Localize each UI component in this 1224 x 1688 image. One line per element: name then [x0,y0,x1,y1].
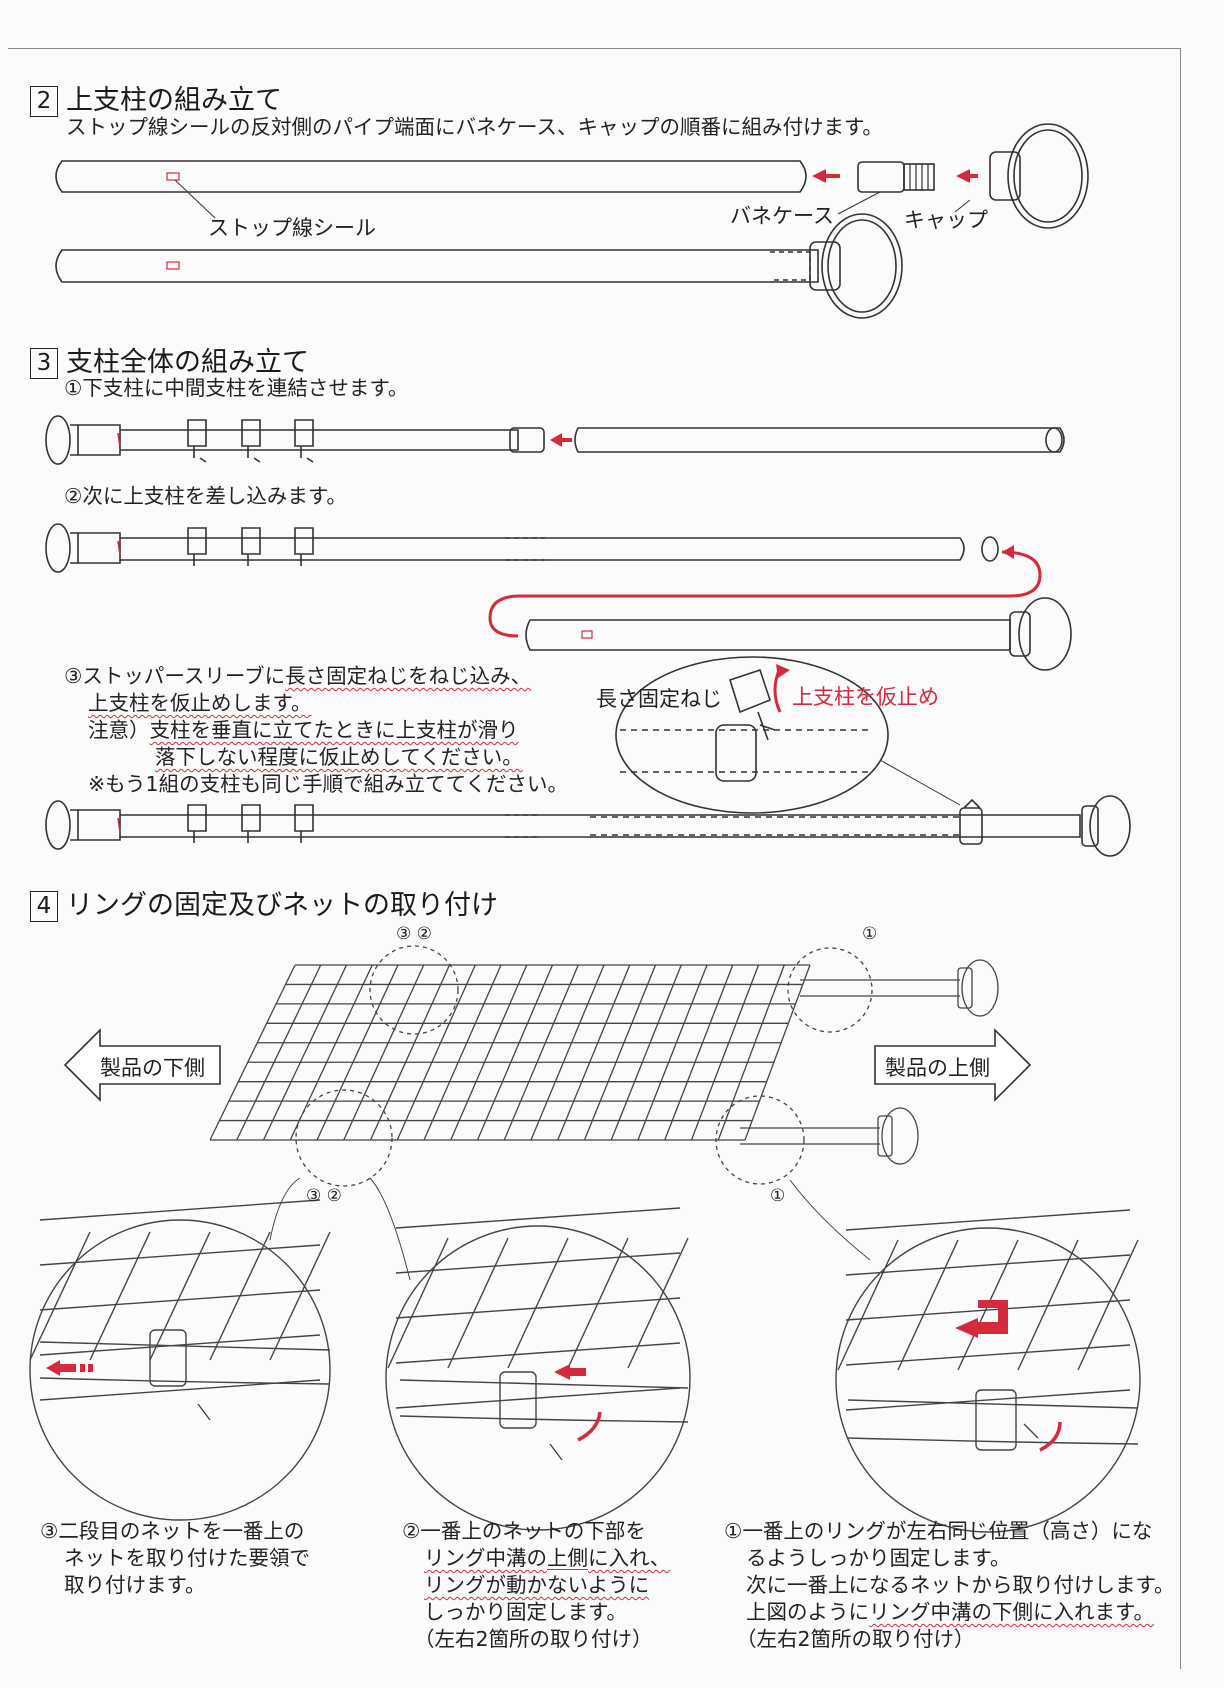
note-lead: 注意） [88,718,150,742]
caption-1-emph: リング中溝の下側に入れます。 [869,1600,1154,1624]
caption-3-line1: ③二段目のネットを一番上の [40,1519,305,1543]
step-3-lead: ③ストッパースリーブに [64,664,286,688]
section-title: 支柱全体の組み立て [66,347,309,378]
caption-2-line3: リングが動かないように [424,1573,650,1597]
caption-2-line5: （左右2箇所の取り付け） [414,1627,653,1651]
marker-1-bottom: ① [770,1186,786,1206]
section-3-heading: 3 支柱全体の組み立て [30,340,309,379]
caption-1-line1: ①一番上のリングが左右同じ位置（高さ）にな [724,1519,1153,1543]
step-3-line2: 上支柱を仮止めします。 [88,691,312,715]
section-2-description: ストップ線シールの反対側のパイプ端面にバネケース、キャップの順番に組み付けます。 [66,115,883,139]
marker-1-top: ① [862,924,878,944]
section-2-heading: 2 上支柱の組み立て [30,78,282,117]
step-2-text: ②次に上支柱を差し込みます。 [64,484,347,508]
caption-2-part-b: 上側 [547,1546,588,1570]
marker-3-2-top: ③ ② [396,924,432,944]
step-1-text: ①下支柱に中間支柱を連結させます。 [64,376,409,400]
note-emph: 支柱を垂直に立てたときに上支柱が滑り [149,718,519,742]
net-illustration [63,945,1032,1281]
section-title: 上支柱の組み立て [66,85,282,116]
cap-part [954,123,1089,229]
caption-1-line3: 次に一番上になるネットから取り付けします。 [746,1573,1175,1597]
caption-3-line2: ネットを取り付けた要領で [64,1546,310,1570]
spring-case-part [837,161,935,215]
section-number-box: 4 [30,891,58,922]
label-product-bottom: 製品の下側 [100,1056,205,1080]
screw-zoom-circle [615,656,961,814]
caption-2-line1: ②一番上のネットの下部を [402,1519,646,1543]
caption-1-lead: 上図のように [746,1600,869,1624]
step-3-emph: 長さ固定ねじをねじ込み、 [285,664,532,688]
pole-row2 [45,523,1072,671]
lower-pole-row1 [45,415,1065,465]
note-line3: ※もう1組の支柱も同じ手順で組み立ててください。 [88,772,568,796]
label-spring-case: バネケース [730,204,834,228]
step-3-line1: ③ストッパースリーブに長さ固定ねじをねじ込み、 [64,663,531,690]
note-line1: 注意）支柱を垂直に立てたときに上支柱が滑り [88,717,519,744]
caption-1-line2: るようしっかり固定します。 [746,1546,1011,1570]
caption-2-part-a: リング中溝の [424,1546,547,1570]
marker-3-2-bottom: ③ ② [306,1186,342,1206]
caption-1-line4: 上図のようにリング中溝の下側に入れます。 [746,1599,1154,1626]
label-length-screw: 長さ固定ねじ [596,687,722,711]
label-stop-seal: ストップ線シール [208,216,376,240]
section-title: リングの固定及びネットの取り付け [66,890,498,921]
section-number-box: 3 [30,348,58,379]
caption-3-line3: 取り付けます。 [64,1573,206,1597]
label-cap: キャップ [904,208,988,232]
detail-circles [29,1199,1141,1533]
section-4-heading: 4 リングの固定及びネットの取り付け [30,883,498,922]
assembled-upper-pole [55,213,903,319]
pole-row3-assembled [45,795,1131,857]
caption-1-line5: （左右2箇所の取り付け） [736,1627,975,1651]
label-temp-fix: 上支柱を仮止め [792,685,939,709]
caption-2-part-c: に入れ、 [588,1546,671,1570]
ring-clips [187,419,314,463]
caption-2-line2: リング中溝の上側に入れ、 [424,1545,670,1572]
section-number-box: 2 [30,86,58,117]
caption-2-line4: しっかり固定します。 [424,1600,627,1624]
note-line2: 落下しない程度に仮止めしてください。 [155,745,523,769]
page-frame [8,48,1181,1669]
label-product-top: 製品の上側 [885,1056,990,1080]
upper-pole-pipe [55,160,807,219]
